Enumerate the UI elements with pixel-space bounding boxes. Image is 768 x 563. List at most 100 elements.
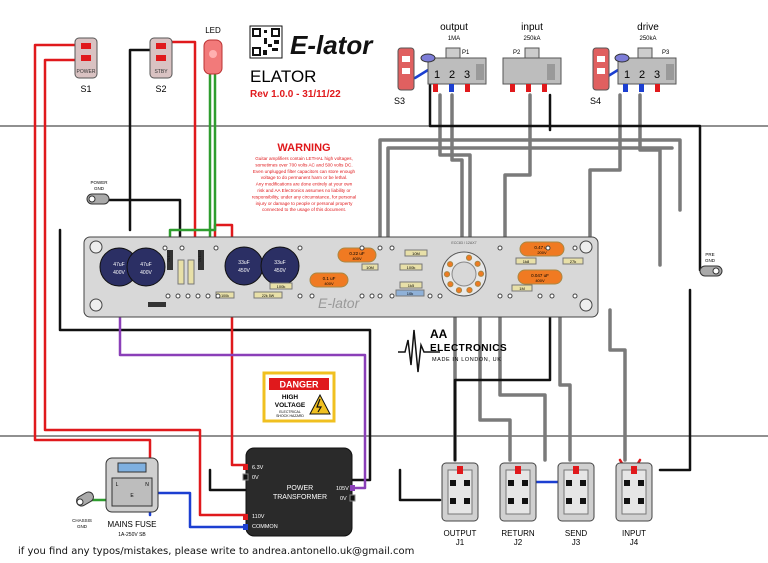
power-ground-label-1: POWER (90, 180, 108, 185)
warning-line: injury or damage to people or personal p… (256, 201, 353, 206)
turret-terminal (545, 245, 551, 251)
warning-line: Guitar amplifiers contain LETHAL high vo… (255, 156, 353, 161)
danger-line3: ELECTRICAL (279, 410, 301, 414)
resistor-10k: 10k (395, 289, 425, 297)
turret-terminal (369, 293, 375, 299)
turret-terminal (185, 293, 191, 299)
pot-input-value: 250kA (523, 36, 540, 42)
turret-terminal (179, 245, 185, 251)
pot-drive[interactable]: drive 250kA P3 1 2 3 (617, 22, 677, 92)
svg-text:0.22 uF: 0.22 uF (349, 251, 365, 256)
turret-terminal (165, 293, 171, 299)
svg-text:400V: 400V (352, 256, 362, 261)
svg-text:100k: 100k (221, 294, 229, 298)
mains-fuse-inlet: L E N MAINS FUSE 1A-250V SB (105, 457, 159, 538)
svg-text:400V: 400V (324, 281, 334, 286)
brand-logo: AA ELECTRONICS MADE IN LONDON, UK (398, 327, 507, 373)
power-ground-label-2: GND (94, 186, 105, 191)
diode-label-1: 1N4007 (167, 250, 171, 262)
turret-terminal (162, 245, 168, 251)
turret-terminal (359, 245, 365, 251)
socket-pin (455, 287, 463, 294)
pot-input[interactable]: input 250kA P2 (502, 22, 562, 92)
switch-s2[interactable]: STBY S2 (149, 37, 173, 94)
warning-line: responsibility, under any circumstance, … (252, 194, 356, 199)
jack-name: SEND (565, 529, 587, 538)
wires (33, 40, 702, 529)
tap-common: COMMON (252, 524, 278, 530)
warning-line: connected to the usage of this document. (262, 207, 346, 212)
title-revision: Rev 1.0.0 - 31/11/22 (250, 89, 341, 100)
turret-terminal (215, 293, 221, 299)
turret-terminal (297, 245, 303, 251)
resistor-10m-2: 10M (361, 263, 379, 271)
svg-text:100k: 100k (407, 265, 416, 270)
led-label: LED (205, 26, 221, 35)
pot-drive-name: drive (637, 22, 659, 33)
switch-s3[interactable]: S3 (394, 47, 436, 106)
pot-input-name: input (521, 22, 543, 33)
resistor-100k-1: 100k (399, 263, 423, 271)
pot-input-id: P2 (513, 50, 521, 56)
svg-text:200V: 200V (537, 250, 547, 255)
svg-text:1k8: 1k8 (523, 259, 530, 264)
fuse-pin-n: N (145, 482, 149, 488)
qr-code-icon (249, 25, 283, 59)
svg-text:47uF: 47uF (113, 262, 124, 268)
socket-pin (465, 254, 473, 261)
danger-line1: HIGH (282, 394, 299, 401)
warning-line: Any modifications are done entirely at y… (256, 182, 353, 187)
switch-s4[interactable]: S4 (590, 47, 630, 106)
turret-terminal (213, 245, 219, 251)
pot-drive-lug-1: 1 (624, 69, 630, 81)
pot-output[interactable]: output 1MA P1 1 2 3 (427, 22, 487, 92)
resistor-horizontal-1 (148, 302, 166, 307)
tap-6v3: 6.3V (252, 465, 264, 471)
pot-output-lug-1: 1 (434, 69, 440, 81)
fuse-pin-l: L (116, 482, 119, 488)
pre-ground-lug: PRE GND (699, 252, 723, 277)
transformer-title-2: TRANSFORMER (273, 494, 327, 501)
jack-name: OUTPUT (444, 529, 477, 538)
chassis-ground-label-2: GND (77, 524, 88, 529)
svg-text:450V: 450V (238, 268, 250, 274)
footer-note: if you find any typos/mistakes, please w… (18, 546, 415, 557)
socket-pin (447, 281, 454, 288)
warning-line: Even unplugged filter capacitors can sto… (253, 169, 356, 174)
svg-text:47uF: 47uF (140, 262, 151, 268)
switch-s4-id: S4 (590, 96, 601, 106)
svg-text:27k: 27k (570, 259, 576, 264)
turret-terminal (359, 293, 365, 299)
power-ground-lug: POWER GND (86, 180, 110, 205)
resistor-vertical-1 (177, 259, 185, 285)
brand-line1: AA (430, 327, 448, 341)
pot-drive-lug-2: 2 (639, 69, 645, 81)
svg-text:33uF: 33uF (274, 260, 285, 266)
svg-text:1N4007: 1N4007 (198, 250, 202, 262)
danger-line2: VOLTAGE (275, 402, 306, 409)
jack-name: RETURN (501, 529, 535, 538)
switch-s1[interactable]: POWER S1 (74, 37, 98, 94)
turret-terminal (427, 293, 433, 299)
svg-text:10M: 10M (366, 265, 374, 270)
resistor-1k8: 1k8 (515, 257, 537, 265)
danger-header: DANGER (279, 380, 319, 390)
film-cap-1: 0.22 uF 400V (337, 247, 377, 263)
jack-name: INPUT (622, 529, 646, 538)
chassis-ground-label-1: CHASSIS (72, 518, 92, 523)
svg-text:400V: 400V (113, 270, 125, 276)
pre-ground-label-1: PRE (705, 252, 714, 257)
brand-line3: MADE IN LONDON, UK (432, 357, 501, 363)
svg-text:10M: 10M (412, 251, 420, 256)
socket-pin (443, 271, 451, 278)
turret-terminal (309, 293, 315, 299)
jack-id: J3 (572, 538, 581, 547)
svg-text:10k: 10k (407, 291, 413, 296)
turret-terminal (497, 245, 503, 251)
title-name: ELATOR (250, 67, 316, 86)
jack-id: J1 (456, 538, 465, 547)
